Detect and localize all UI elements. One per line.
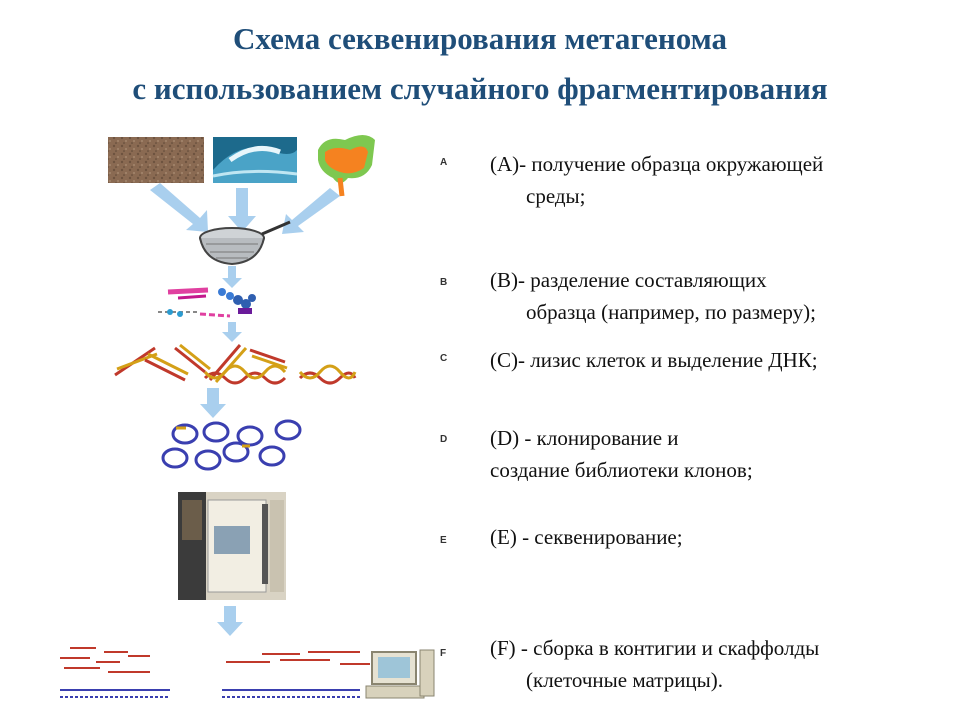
- step-e-description: (E) - секвенирование;: [490, 521, 683, 553]
- computer-icon: [365, 649, 435, 699]
- step-b-line-2: образца (например, по размеру);: [526, 300, 816, 324]
- arrows-to-sieve: [150, 183, 340, 234]
- step-d-line-2: создание библиотеки клонов;: [490, 458, 753, 482]
- step-c-description: (C)- лизис клеток и выделение ДНК;: [490, 344, 818, 376]
- separated-cells-image: [158, 287, 256, 318]
- metagenome-workflow-diagram: [60, 135, 435, 699]
- sequence-reads-left: [60, 647, 170, 698]
- step-e-line-1: (E) - секвенирование;: [490, 525, 683, 549]
- plasmid-clones-image: [161, 419, 302, 471]
- sequence-reads-right: [222, 651, 370, 698]
- step-letter-a: A: [440, 157, 448, 168]
- arrow-dna-to-plasmids: [200, 388, 226, 418]
- title-line-2: с использованием случайного фрагментиров…: [132, 71, 828, 106]
- step-letter-b: B: [440, 277, 448, 288]
- arrow-sieve-to-cells: [222, 266, 242, 288]
- step-f-description: (F) - сборка в контигии и скаффолды (кле…: [490, 632, 819, 696]
- step-d-line-1: (D) - клонирование и: [490, 426, 679, 450]
- step-letter-e: E: [440, 535, 447, 546]
- gut-organ-image: [318, 135, 375, 197]
- soil-sample-image: [108, 137, 204, 183]
- title-line-1: Схема секвенирования метагенома: [232, 21, 728, 56]
- sequencer-machine-image: [178, 492, 286, 600]
- step-f-line-2: (клеточные матрицы).: [526, 668, 724, 692]
- arrow-sequencer-to-assembly: [217, 606, 243, 636]
- slide-title: Схема секвенирования метагенома с исполь…: [0, 14, 960, 114]
- step-a-line-2: среды;: [526, 184, 586, 208]
- step-b-line-1: (B)- разделение составляющих: [490, 268, 767, 292]
- step-letter-d: D: [440, 434, 448, 445]
- step-a-description: (A)- получение образца окружающей среды;: [490, 148, 823, 212]
- step-letter-f: F: [440, 648, 447, 659]
- step-b-description: (B)- разделение составляющих образца (на…: [490, 264, 816, 328]
- ocean-wave-image: [212, 137, 298, 183]
- arrow-cells-to-dna: [222, 322, 242, 342]
- step-d-description: (D) - клонирование и создание библиотеки…: [490, 422, 753, 486]
- step-f-line-1: (F) - сборка в контигии и скаффолды: [490, 636, 820, 660]
- sieve-icon: [199, 220, 291, 266]
- dna-strands-image: [114, 343, 357, 385]
- step-letter-c: C: [440, 353, 448, 364]
- step-a-line-1: (A)- получение образца окружающей: [490, 152, 824, 176]
- step-c-line-1: (C)- лизис клеток и выделение ДНК;: [490, 348, 818, 372]
